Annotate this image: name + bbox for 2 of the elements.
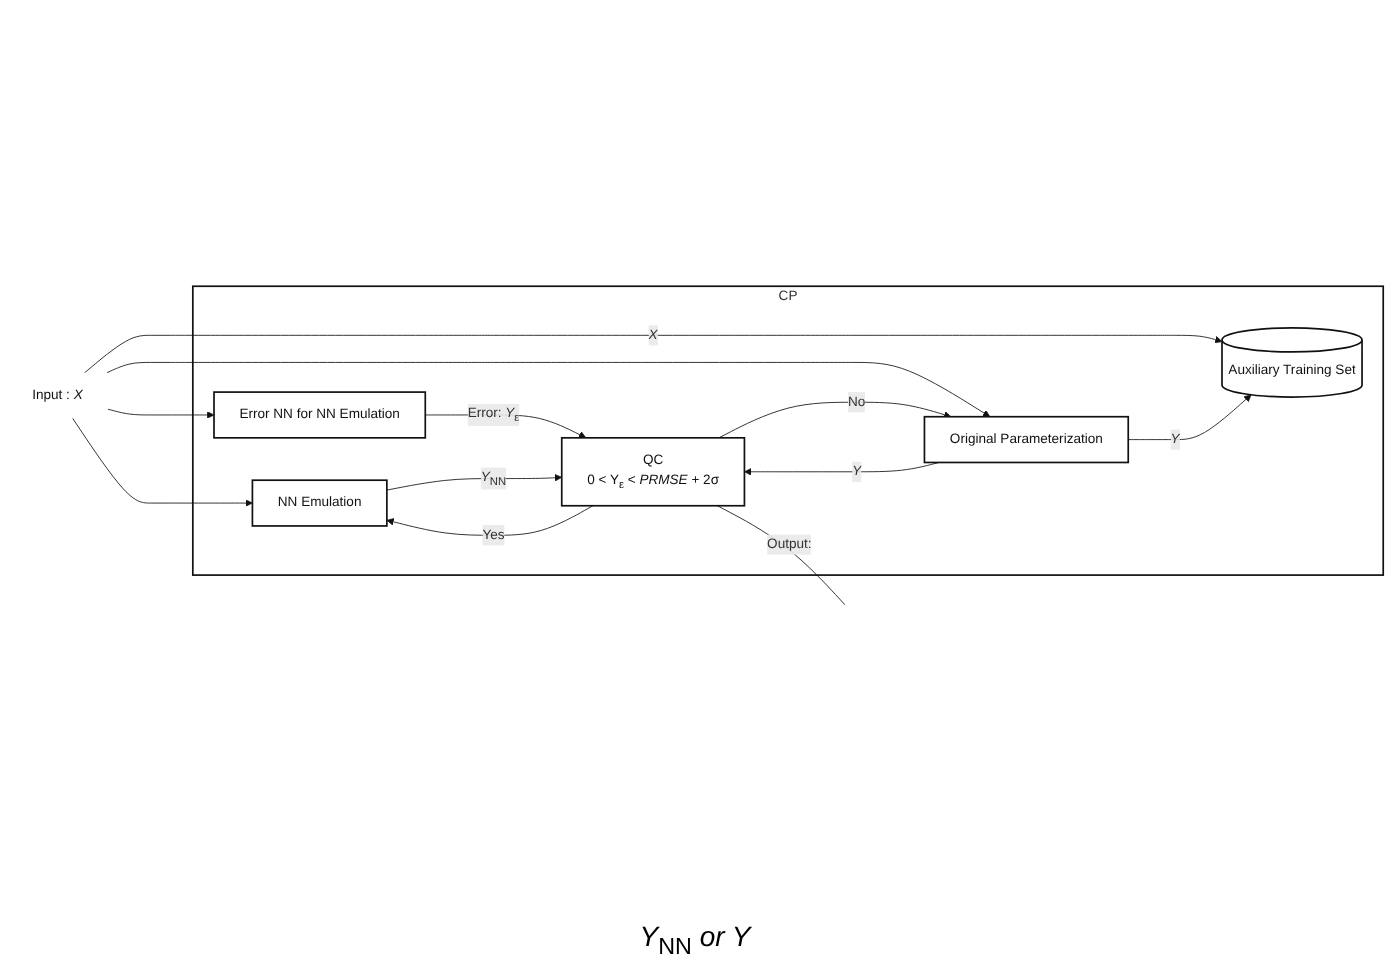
- connector: [716, 505, 846, 606]
- output-label: Y$_{NN}$ or Y: [639, 920, 751, 953]
